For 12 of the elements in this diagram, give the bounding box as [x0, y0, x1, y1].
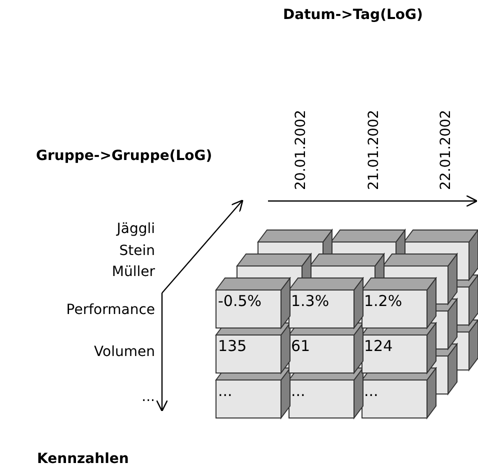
date-label: 21.01.2002: [367, 110, 381, 190]
axis-title: Datum->Tag(LoG): [283, 8, 423, 22]
member-label: Jäggli: [116, 222, 155, 236]
axis-title: Kennzahlen: [37, 452, 129, 466]
measure-label: Performance: [66, 303, 155, 317]
date-label: 20.01.2002: [294, 110, 308, 190]
measure-label: Volumen: [94, 345, 155, 359]
axis-title: Gruppe->Gruppe(LoG): [36, 149, 212, 163]
measure-label: ...: [142, 390, 155, 404]
member-label: Müller: [112, 265, 155, 279]
date-label: 22.01.2002: [439, 110, 453, 190]
member-label: Stein: [119, 244, 155, 258]
